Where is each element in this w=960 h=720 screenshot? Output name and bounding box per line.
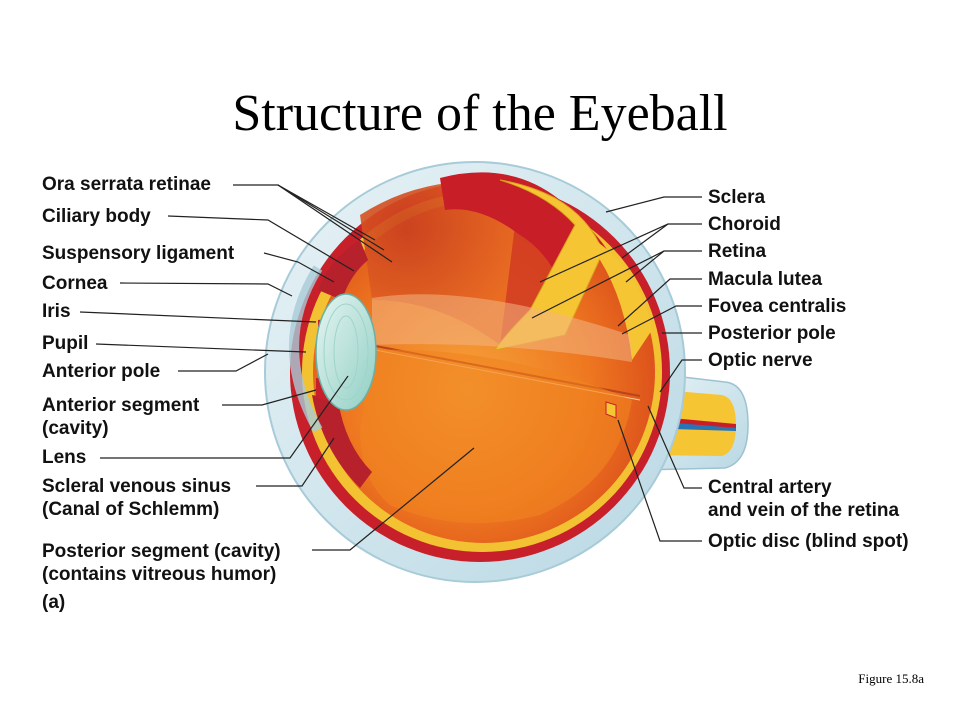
label-central-artery-line1: Central artery: [708, 477, 832, 498]
label-central-artery-line2: and vein of the retina: [708, 500, 900, 521]
leader-lines-left: [79, 184, 475, 551]
panel-label: (a): [42, 592, 66, 613]
label-fovea-centralis: Fovea centralis: [708, 296, 847, 317]
label-lens: Lens: [42, 447, 87, 468]
label-optic-nerve: Optic nerve: [708, 350, 813, 371]
leader-lines-right: [531, 196, 702, 542]
label-posterior-segment-line1: Posterior segment (cavity): [42, 541, 281, 562]
label-scleral-sinus-line1: Scleral venous sinus: [42, 476, 232, 497]
label-anterior-pole: Anterior pole: [42, 361, 161, 382]
label-retina: Retina: [708, 241, 767, 262]
label-scleral-sinus-line2: (Canal of Schlemm): [42, 499, 220, 520]
label-macula-lutea: Macula lutea: [708, 269, 823, 290]
label-posterior-pole: Posterior pole: [708, 323, 836, 344]
label-sclera: Sclera: [708, 187, 766, 208]
label-choroid: Choroid: [708, 214, 781, 235]
label-anterior-segment-line2: (cavity): [42, 418, 109, 439]
label-anterior-segment-line1: Anterior segment: [42, 395, 200, 416]
label-cornea: Cornea: [42, 273, 108, 294]
figure-caption: Figure 15.8a: [858, 671, 924, 686]
label-iris: Iris: [42, 301, 71, 322]
label-posterior-segment-line2: (contains vitreous humor): [42, 564, 277, 585]
label-ciliary-body: Ciliary body: [42, 206, 151, 227]
lens-shape: [315, 293, 377, 411]
page-title: Structure of the Eyeball: [232, 85, 728, 142]
label-optic-disc: Optic disc (blind spot): [708, 531, 909, 552]
label-ora-serrata: Ora serrata retinae: [42, 174, 211, 195]
label-suspensory-ligament: Suspensory ligament: [42, 243, 235, 264]
label-pupil: Pupil: [42, 333, 89, 354]
